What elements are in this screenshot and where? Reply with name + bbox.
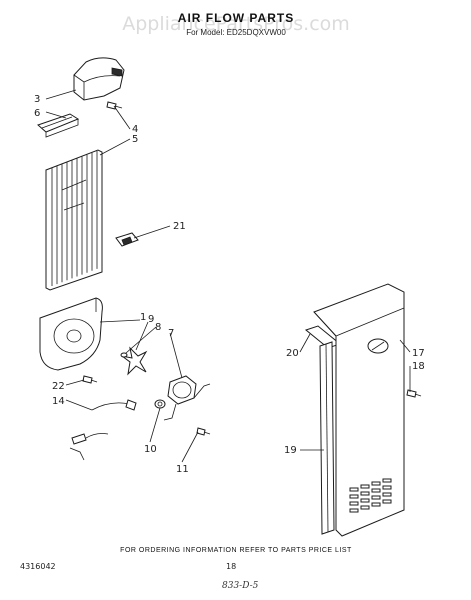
vent-slot bbox=[349, 501, 359, 506]
leader-lines bbox=[45, 89, 411, 463]
air-duct-cover-part bbox=[73, 57, 125, 101]
vent-slot bbox=[360, 484, 370, 489]
vent-slot bbox=[382, 485, 392, 490]
washer-part-8 bbox=[120, 352, 128, 358]
document-number: 4316042 bbox=[20, 562, 56, 571]
rear-panel-part bbox=[313, 283, 405, 537]
callout-18: 18 bbox=[412, 361, 425, 372]
screw-part-22 bbox=[82, 375, 98, 384]
vent-slot bbox=[382, 478, 392, 483]
fan-blade-part bbox=[121, 346, 148, 376]
air-duct-channel-part bbox=[319, 341, 335, 535]
vent-slot bbox=[371, 502, 381, 507]
callout-21: 21 bbox=[173, 221, 186, 232]
callout-numbers: 3 6 4 5 21 1 9 8 7 22 14 10 11 20 17 18 … bbox=[34, 94, 425, 475]
callout-4: 4 bbox=[132, 124, 138, 135]
fan-shroud-part bbox=[39, 297, 103, 371]
model-subtitle: For Model: ED25DQXVW00 bbox=[186, 28, 286, 37]
page-number: 18 bbox=[226, 562, 236, 571]
diagram-title: AIR FLOW PARTS bbox=[178, 11, 294, 25]
callout-19: 19 bbox=[284, 445, 297, 456]
watermark-text: AppliancePartsPros.com bbox=[122, 13, 350, 35]
vent-slot bbox=[349, 487, 359, 492]
grommet-part-10 bbox=[154, 399, 166, 409]
evaporator-cover-part bbox=[45, 149, 103, 291]
handwritten-note: 833-D-5 bbox=[222, 581, 259, 591]
vent-slot bbox=[360, 491, 370, 496]
screw-part-18 bbox=[406, 389, 422, 398]
screw-part-4 bbox=[106, 101, 123, 110]
callout-9: 9 bbox=[148, 314, 154, 325]
callout-6: 6 bbox=[34, 108, 40, 119]
vent-slot bbox=[371, 481, 381, 486]
vent-slot bbox=[360, 498, 370, 503]
callout-1: 1 bbox=[140, 312, 146, 323]
callout-20: 20 bbox=[286, 348, 299, 359]
vent-slot bbox=[360, 505, 370, 510]
callout-11: 11 bbox=[176, 464, 189, 475]
vent-slot bbox=[382, 492, 392, 497]
vent-slot bbox=[349, 494, 359, 499]
callout-8: 8 bbox=[155, 322, 161, 333]
vent-slot bbox=[382, 499, 392, 504]
callout-10: 10 bbox=[144, 444, 157, 455]
fan-motor-part bbox=[163, 375, 211, 421]
callout-17: 17 bbox=[412, 348, 425, 359]
callout-14: 14 bbox=[52, 396, 65, 407]
damper-control-part bbox=[37, 113, 80, 138]
vent-slot bbox=[371, 495, 381, 500]
clip-part-21 bbox=[115, 232, 139, 247]
callout-7: 7 bbox=[168, 328, 174, 339]
wire-harness-part bbox=[69, 399, 137, 461]
screw-part-11 bbox=[196, 427, 211, 436]
vent-slot bbox=[349, 508, 359, 513]
callout-22: 22 bbox=[52, 381, 65, 392]
vent-slot bbox=[371, 488, 381, 493]
callout-5: 5 bbox=[132, 134, 138, 145]
callout-3: 3 bbox=[34, 94, 40, 105]
ordering-note: FOR ORDERING INFORMATION REFER TO PARTS … bbox=[120, 547, 352, 554]
